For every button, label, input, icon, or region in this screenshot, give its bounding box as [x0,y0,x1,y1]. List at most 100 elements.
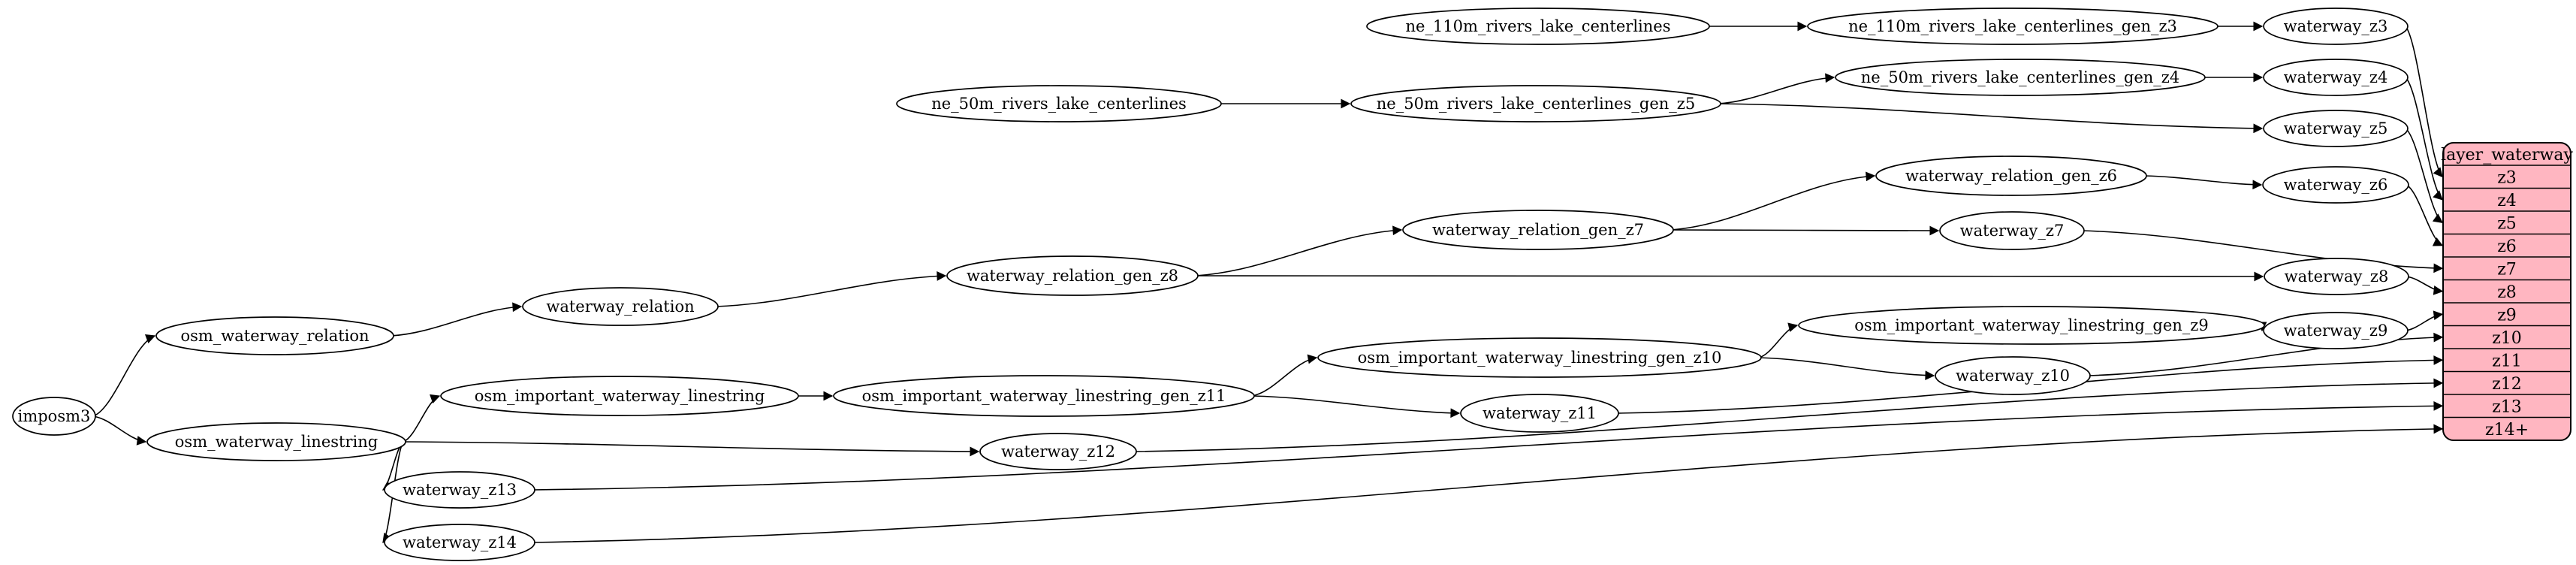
node-ellipse-waterway_z11 [1460,394,1619,433]
node-label-osm_important_waterway_linestring_gen_z9: osm_important_waterway_linestring_gen_z9 [1854,316,2208,334]
node-label-osm_waterway_relation: osm_waterway_relation [180,327,369,345]
node-label-ne_50m_rivers_lake_centerlines_gen_z5: ne_50m_rivers_lake_centerlines_gen_z5 [1377,95,1695,113]
node-waterway_z9: waterway_z9 [2263,312,2409,349]
edge-osm_waterway_linestring-to-osm_important_waterway_linestring [403,394,441,443]
node-label-osm_important_waterway_linestring_gen_z11: osm_important_waterway_linestring_gen_z1… [862,387,1226,405]
node-label-ne_50m_rivers_lake_centerlines: ne_50m_rivers_lake_centerlines [931,95,1187,113]
node-ellipse-waterway_z8 [2264,258,2409,295]
node-osm_important_waterway_linestring_gen_z9: osm_important_waterway_linestring_gen_z9 [1798,306,2265,345]
node-label-waterway_z5: waterway_z5 [2284,119,2388,137]
edge-waterway_relation-to-waterway_relation_gen_z8 [715,271,947,307]
node-ellipse-waterway_z12 [979,433,1137,470]
table-row-z10: z10 [2492,329,2522,348]
edge-osm_important_waterway_linestring_gen_z10-to-waterway_z10 [1758,357,1935,381]
node-label-waterway_z7: waterway_z7 [1960,222,2065,240]
edge-waterway_z8-to-layer_waterway-z8 [2406,276,2444,295]
node-waterway_z8: waterway_z8 [2264,258,2409,295]
node-label-waterway_relation: waterway_relation [546,298,694,316]
edge-osm_important_waterway_linestring_gen_z10-to-osm_important_waterway_linestring_gen_z9 [1758,322,1799,358]
node-label-waterway_z14: waterway_z14 [403,533,517,551]
node-label-ne_110m_rivers_lake_centerlines_gen_z3: ne_110m_rivers_lake_centerlines_gen_z3 [1848,17,2177,35]
node-label-ne_50m_rivers_lake_centerlines_gen_z4: ne_50m_rivers_lake_centerlines_gen_z4 [1861,68,2179,86]
node-ellipse-osm_important_waterway_linestring_gen_z11 [833,375,1255,417]
node-ellipse-waterway_z3 [2263,8,2409,45]
node-label-waterway_z10: waterway_z10 [1956,367,2070,385]
node-ne_110m_rivers_lake_centerlines: ne_110m_rivers_lake_centerlines [1366,8,1710,45]
edge-waterway_z4-to-layer_waterway-z4 [2405,77,2443,201]
node-label-imposm3: imposm3 [18,407,91,425]
node-ellipse-ne_50m_rivers_lake_centerlines [896,85,1222,122]
node-waterway_z7: waterway_z7 [1939,211,2085,250]
node-ellipse-waterway_z14 [384,524,535,561]
edge-waterway_z5-to-layer_waterway-z5 [2405,128,2444,224]
node-label-waterway_z8: waterway_z8 [2285,267,2389,286]
edge-waterway_z6-to-layer_waterway-z6 [2406,184,2444,246]
node-osm_waterway_linestring: osm_waterway_linestring [146,422,406,461]
node-waterway_z10: waterway_z10 [1935,356,2091,395]
node-label-waterway_z6: waterway_z6 [2284,176,2388,194]
node-ellipse-osm_waterway_relation [155,316,394,355]
node-ne_50m_rivers_lake_centerlines_gen_z5: ne_50m_rivers_lake_centerlines_gen_z5 [1350,85,1721,122]
node-ellipse-waterway_z5 [2263,110,2409,147]
node-waterway_relation_gen_z7: waterway_relation_gen_z7 [1402,210,1674,250]
node-label-waterway_z9: waterway_z9 [2284,322,2388,340]
node-ellipse-ne_50m_rivers_lake_centerlines_gen_z5 [1350,85,1721,122]
node-waterway_z12: waterway_z12 [979,433,1137,470]
table-row-z12: z12 [2492,375,2522,394]
node-ellipse-ne_110m_rivers_lake_centerlines [1366,8,1710,45]
edge-osm_important_waterway_linestring_gen_z11-to-waterway_z11 [1251,395,1461,418]
node-ellipse-ne_110m_rivers_lake_centerlines_gen_z3 [1807,8,2219,45]
table-row-z13: z13 [2492,397,2522,416]
node-label-waterway_relation_gen_z6: waterway_relation_gen_z6 [1905,167,2117,185]
table-row-z4: z4 [2497,192,2517,210]
node-waterway_relation_gen_z8: waterway_relation_gen_z8 [946,255,1199,296]
node-label-waterway_z11: waterway_z11 [1483,404,1597,422]
node-layer: imposm3 osm_waterway_relation osm_waterway… [12,8,2409,561]
edge-waterway_z13-to-layer_waterway-z13 [532,400,2444,491]
node-label-waterway_z4: waterway_z4 [2284,68,2388,86]
table-row-z6: z6 [2497,237,2517,256]
table-row-z9: z9 [2497,306,2517,325]
node-label-osm_important_waterway_linestring_gen_z10: osm_important_waterway_linestring_gen_z1… [1358,349,1722,367]
edge-ne_50m_rivers_lake_centerlines_gen_z5-to-waterway_z5 [1718,103,2264,134]
node-ellipse-waterway_relation [522,287,719,326]
edge-waterway_relation_gen_z7-to-waterway_relation_gen_z6 [1670,171,1876,231]
table-layer-waterway: layer_waterwayz3z4z5z6z7z8z9z10z11z12z13… [2441,142,2573,441]
node-ellipse-ne_50m_rivers_lake_centerlines_gen_z4 [1835,59,2206,96]
node-waterway_z11: waterway_z11 [1460,394,1619,433]
edge-layer [92,21,2444,544]
node-ne_50m_rivers_lake_centerlines: ne_50m_rivers_lake_centerlines [896,85,1222,122]
node-waterway_z6: waterway_z6 [2262,166,2409,204]
node-ellipse-waterway_z10 [1935,356,2091,395]
table-row-z3: z3 [2497,168,2517,187]
node-ne_110m_rivers_lake_centerlines_gen_z3: ne_110m_rivers_lake_centerlines_gen_z3 [1807,8,2219,45]
edge-osm_important_waterway_linestring_gen_z11-to-osm_important_waterway_linestring_gen_z10 [1251,354,1318,397]
node-osm_waterway_relation: osm_waterway_relation [155,316,394,355]
node-label-waterway_z12: waterway_z12 [1001,443,1115,461]
edge-osm_waterway_linestring-to-waterway_z12 [403,441,980,457]
node-label-waterway_relation_gen_z7: waterway_relation_gen_z7 [1432,221,1644,239]
node-ellipse-osm_important_waterway_linestring_gen_z10 [1317,337,1762,378]
node-label-waterway_relation_gen_z8: waterway_relation_gen_z8 [967,267,1178,285]
node-ellipse-osm_important_waterway_linestring [440,376,799,416]
table-row-z5: z5 [2497,214,2517,233]
table-row-z7: z7 [2497,260,2517,279]
node-waterway_relation_gen_z6: waterway_relation_gen_z6 [1875,156,2147,196]
node-waterway_z4: waterway_z4 [2263,59,2409,96]
edge-waterway_relation_gen_z8-to-waterway_relation_gen_z7 [1195,225,1403,276]
node-ellipse-waterway_z9 [2263,312,2409,349]
node-ellipse-waterway_z6 [2262,166,2409,204]
edge-waterway_z7-to-layer_waterway-z7 [2081,230,2444,273]
edge-waterway_z9-to-layer_waterway-z9 [2405,310,2444,331]
table-row-z8: z8 [2497,283,2517,302]
node-osm_important_waterway_linestring_gen_z11: osm_important_waterway_linestring_gen_z1… [833,375,1255,417]
table-row-z11: z11 [2492,352,2522,370]
edge-imposm3-to-osm_waterway_linestring [92,415,147,446]
node-ellipse-waterway_relation_gen_z7 [1402,210,1674,250]
node-ne_50m_rivers_lake_centerlines_gen_z4: ne_50m_rivers_lake_centerlines_gen_z4 [1835,59,2206,96]
node-waterway_z14: waterway_z14 [384,524,535,561]
node-waterway_relation: waterway_relation [522,287,719,326]
edge-ne_50m_rivers_lake_centerlines_gen_z5-to-ne_50m_rivers_lake_centerlines_gen_z4 [1718,73,1835,104]
edge-osm_waterway_relation-to-waterway_relation [391,302,523,337]
